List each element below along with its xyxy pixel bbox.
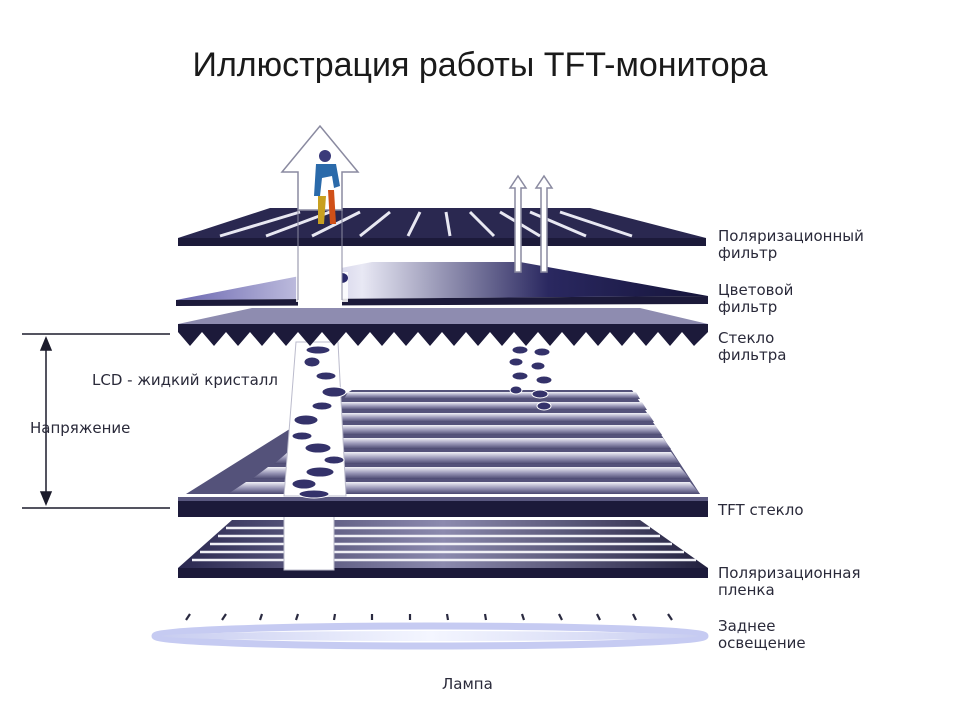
lc-molecules-left bbox=[284, 342, 346, 498]
tft-glass-layer bbox=[178, 497, 708, 517]
polarizing-filter-layer bbox=[178, 208, 706, 246]
label-lcd: LCD - жидкий кристалл bbox=[92, 372, 278, 389]
filter-glass-layer bbox=[178, 308, 708, 346]
liquid-crystal-layer bbox=[186, 390, 700, 494]
backlight-rays bbox=[186, 614, 672, 620]
light-beam-lower bbox=[284, 512, 334, 570]
polarizing-film-layer bbox=[178, 520, 708, 578]
label-voltage: Напряжение bbox=[30, 420, 130, 437]
color-filter-layer bbox=[176, 262, 708, 306]
label-tft-glass: TFT стекло bbox=[718, 502, 804, 519]
lamp bbox=[155, 626, 705, 646]
label-lamp: Лампа bbox=[442, 676, 493, 693]
